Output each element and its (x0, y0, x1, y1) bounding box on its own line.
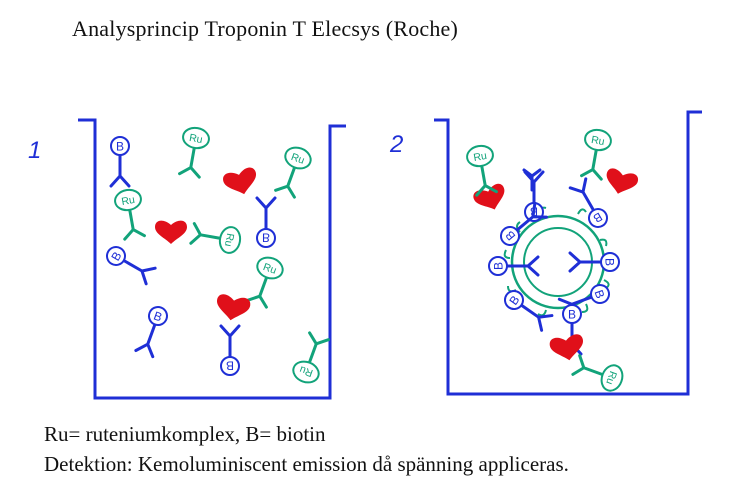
biotin-antibody (109, 135, 131, 188)
ruthenium-antibody (271, 142, 316, 200)
biotin-antibody (219, 324, 241, 377)
panel-1-number: 1 (28, 137, 41, 164)
troponin-t-heart (602, 167, 640, 198)
biotin-antibody (255, 196, 277, 249)
troponin-t-heart (213, 293, 252, 324)
panel-2: 2 (389, 110, 702, 396)
assay-diagram: B Ru 1 2 (28, 110, 702, 400)
reaction-vessel-1 (78, 118, 346, 400)
ruthenium-antibody (111, 186, 149, 242)
ruthenium-antibody (243, 252, 288, 310)
ruthenium-antibody (288, 330, 333, 388)
caption-detection: Detektion: Kemoluminiscent emission då s… (44, 452, 569, 476)
ruthenium-antibody (188, 219, 244, 257)
troponin-t-heart (155, 220, 187, 244)
biotin-antibody (102, 242, 157, 286)
ruthenium-antibody (570, 351, 628, 396)
page-title: Analysprincip Troponin T Elecsys (Roche) (72, 16, 459, 41)
free-antibody (522, 168, 542, 192)
caption-legend: Ru= ruteniumkomplex, B= biotin (44, 422, 326, 446)
biotin-antibody (134, 302, 172, 359)
ruthenium-antibody (175, 124, 213, 180)
panel-1: 1 (28, 118, 346, 400)
troponin-t-heart (221, 166, 261, 199)
reaction-vessel-2 (434, 110, 702, 396)
panel-2-number: 2 (389, 131, 403, 158)
